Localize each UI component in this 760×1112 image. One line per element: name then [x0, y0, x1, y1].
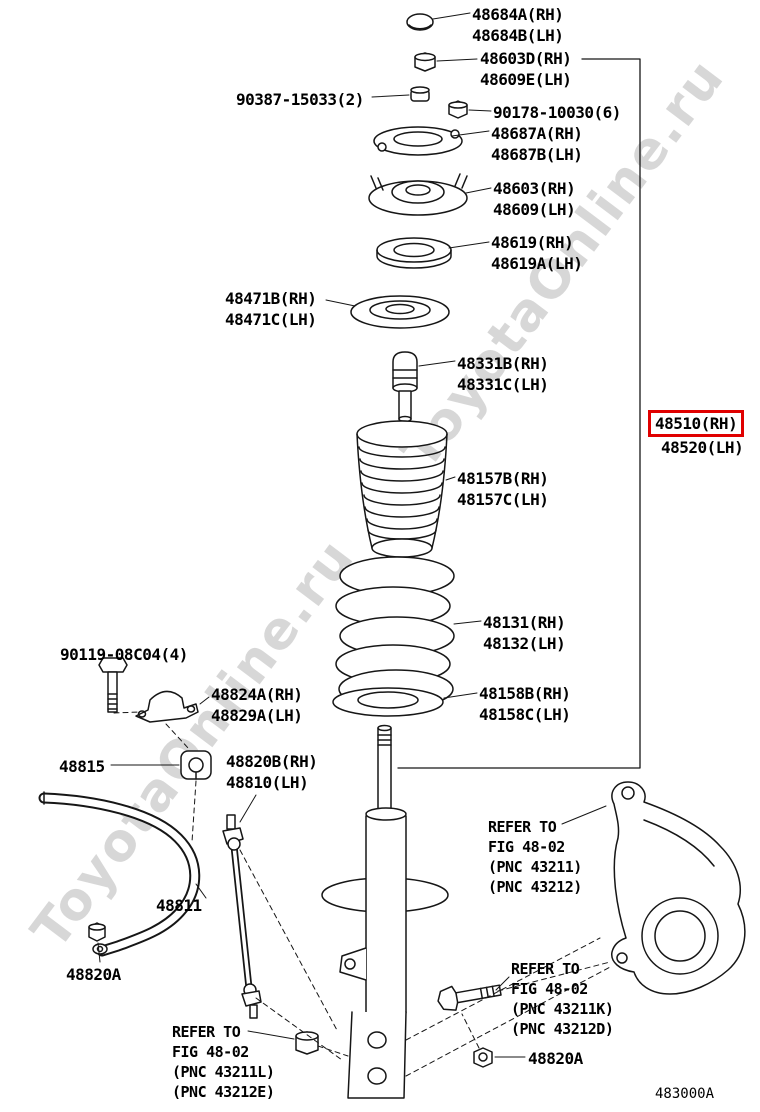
refer-block-bolt: REFER TO FIG 48-02 (PNC 43211K) (PNC 432…	[511, 959, 614, 1039]
nut-48603D	[414, 52, 478, 72]
label-line: 48684A(RH)	[472, 5, 564, 24]
highlighted-part-number: 48510(RH)	[648, 410, 745, 437]
shock-absorber-body	[321, 724, 449, 1099]
assembly-bracket-line	[397, 58, 641, 769]
part-label-48158: 48158B(RH) 48158C(LH)	[479, 683, 571, 725]
label-line: (PNC 43212D)	[511, 1020, 614, 1038]
part-label-48820A-right: 48820A	[528, 1048, 583, 1069]
label-line: FIG 48-02	[488, 838, 565, 856]
nut-48820A-left	[88, 922, 106, 963]
label-line: 48810(LH)	[226, 773, 309, 792]
label-line: (PNC 43211K)	[511, 1000, 614, 1018]
label-line: FIG 48-02	[511, 980, 588, 998]
label-line: 48829A(LH)	[211, 706, 303, 725]
label-line: REFER TO	[488, 818, 557, 836]
label-line: FIG 48-02	[172, 1043, 249, 1061]
part-label-48820B: 48820B(RH) 48810(LH)	[226, 751, 318, 793]
part-label-48824: 48824A(RH) 48829A(LH)	[211, 684, 303, 726]
label-line: 48331B(RH)	[457, 354, 549, 373]
label-line: 48609E(LH)	[480, 70, 572, 89]
label-line: 48157C(LH)	[457, 490, 549, 509]
label-line: 90119-08C04(4)	[60, 645, 188, 664]
part-label-90387: 90387-15033(2)	[236, 89, 364, 110]
coil-spring-48131	[335, 556, 482, 709]
part-label-48157: 48157B(RH) 48157C(LH)	[457, 468, 549, 510]
assembly-dashed-lines	[113, 711, 613, 1077]
label-line: 48815	[59, 757, 105, 776]
part-label-48687: 48687A(RH) 48687B(LH)	[491, 123, 583, 165]
stabilizer-bar-48811	[38, 791, 207, 957]
spring-seat-48471	[325, 295, 450, 329]
label-line: 48619(RH)	[491, 233, 574, 252]
nut-90178	[448, 100, 492, 119]
label-line: 48687B(LH)	[491, 145, 583, 164]
bushing-90387	[371, 86, 430, 102]
part-label-48603: 48603(RH) 48609(LH)	[493, 178, 576, 220]
leader-bolt-43211K	[495, 976, 510, 991]
dust-cover-48157	[356, 420, 456, 558]
part-label-48603D: 48603D(RH) 48609E(LH)	[480, 48, 572, 90]
label-line: 48131(RH)	[483, 613, 566, 632]
strut-mount-48603	[368, 173, 492, 216]
label-line: 48684B(LH)	[472, 26, 564, 45]
label-line: 48619A(LH)	[491, 254, 583, 273]
part-label-48619: 48619(RH) 48619A(LH)	[491, 232, 583, 274]
label-line: 48158C(LH)	[479, 705, 571, 724]
part-label-48131: 48131(RH) 48132(LH)	[483, 612, 566, 654]
label-line: 48824A(RH)	[211, 685, 303, 704]
spring-bumper-48331	[392, 351, 456, 423]
label-line: 48687A(RH)	[491, 124, 583, 143]
dust-cap-48684	[406, 12, 471, 31]
label-line: (PNC 43211L)	[172, 1063, 275, 1081]
label-line: 48603D(RH)	[480, 49, 572, 68]
label-line: (PNC 43212)	[488, 878, 582, 896]
spring-insulator-48158	[332, 687, 478, 717]
diagram-code: 483000A	[655, 1086, 715, 1102]
bearing-48619	[376, 237, 490, 269]
label-line: REFER TO	[511, 960, 580, 978]
label-line: 48132(LH)	[483, 634, 566, 653]
label-line: 48331C(LH)	[457, 375, 549, 394]
part-label-90178: 90178-10030(6)	[493, 102, 621, 123]
label-line: (PNC 43211)	[488, 858, 582, 876]
label-line: 48157B(RH)	[457, 469, 549, 488]
stabilizer-bracket-48824	[135, 690, 210, 723]
bolt-43211K	[437, 984, 502, 1011]
stabilizer-bushing-48815	[110, 750, 212, 780]
label-line: 48471C(LH)	[225, 310, 317, 329]
label-line: 48609(LH)	[493, 200, 576, 219]
support-plate-48687	[373, 126, 490, 156]
label-line: 48811	[156, 896, 202, 915]
label-line: 48158B(RH)	[479, 684, 571, 703]
bolt-90119	[98, 657, 128, 713]
part-label-90119: 90119-08C04(4)	[60, 644, 188, 665]
part-label-48815: 48815	[59, 756, 105, 777]
refer-block-nut: REFER TO FIG 48-02 (PNC 43211L) (PNC 432…	[172, 1022, 275, 1102]
label-line: 48820A	[528, 1049, 583, 1068]
part-label-48510-highlighted: 48510(RH) 48520(LH)	[648, 410, 745, 458]
nut-43211L	[247, 1030, 319, 1055]
stabilizer-link-48820B	[222, 794, 262, 1019]
label-line: (PNC 43212E)	[172, 1083, 275, 1101]
label-line: 48820A	[66, 965, 121, 984]
label-line: 48820B(RH)	[226, 752, 318, 771]
part-label-48811: 48811	[156, 895, 202, 916]
part-label-48820A-left: 48820A	[66, 964, 121, 985]
label-line: 90387-15033(2)	[236, 90, 364, 109]
steering-knuckle	[561, 781, 746, 995]
part-label-48684: 48684A(RH) 48684B(LH)	[472, 4, 564, 46]
label-line: 48471B(RH)	[225, 289, 317, 308]
refer-block-knuckle: REFER TO FIG 48-02 (PNC 43211) (PNC 4321…	[488, 817, 582, 897]
label-line: REFER TO	[172, 1023, 241, 1041]
part-label-48331: 48331B(RH) 48331C(LH)	[457, 353, 549, 395]
label-line: 48603(RH)	[493, 179, 576, 198]
nut-48820A-right	[473, 1047, 526, 1068]
label-line: 48520(LH)	[661, 438, 744, 457]
label-line: 90178-10030(6)	[493, 103, 621, 122]
part-label-48471: 48471B(RH) 48471C(LH)	[225, 288, 317, 330]
